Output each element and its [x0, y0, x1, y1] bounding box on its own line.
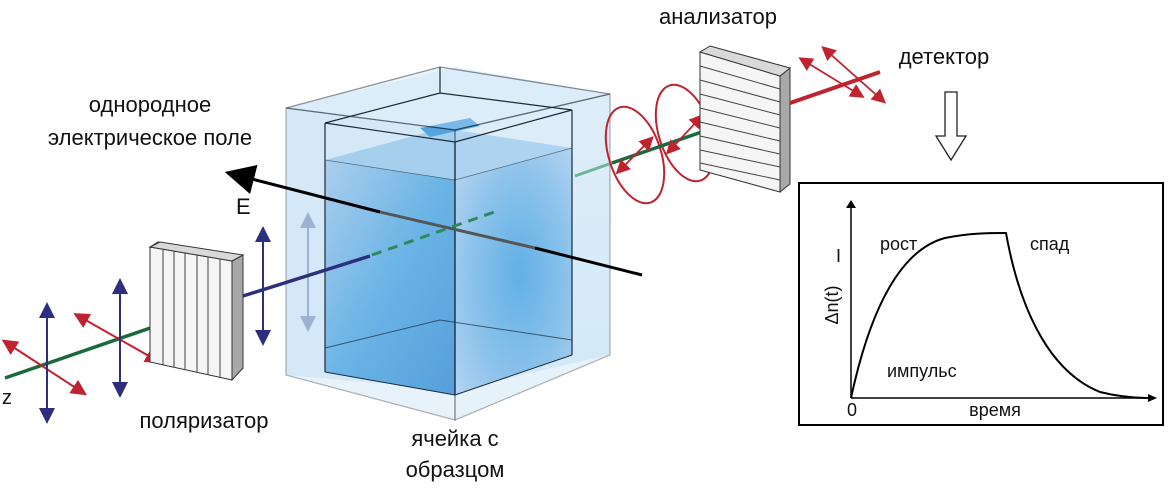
liquid-front	[325, 160, 455, 395]
field-label-line2: электрическое поле	[48, 125, 252, 150]
field-label-line1: однородное	[89, 92, 211, 117]
output-polarization-2	[821, 46, 887, 104]
inset-x-axis-label: время	[969, 400, 1021, 420]
inset-y-top-label: I	[836, 246, 841, 266]
analyzer-label: анализатор	[659, 4, 777, 29]
polarizer-label: поляризатор	[139, 408, 268, 433]
polarizer-plate	[148, 241, 245, 382]
e-vector-label: E	[236, 194, 251, 219]
z-axis-label: z	[2, 387, 12, 409]
beam-in-cell-dashed	[371, 208, 501, 257]
beam-exit-cell	[574, 161, 613, 178]
inset-origin-label: 0	[847, 400, 857, 420]
inset-rise-label: рост	[880, 234, 917, 254]
field-axis-right	[534, 246, 643, 277]
inset-frame	[798, 182, 1164, 426]
sample-cell	[285, 66, 611, 421]
inset-pulse-label: импульс	[887, 361, 957, 381]
analyzer-plate	[698, 45, 792, 194]
inset-decay-label: спад	[1030, 234, 1070, 254]
beam-in-cell-blue	[242, 254, 371, 298]
field-axis-mid	[379, 210, 536, 250]
cell-label-line2: образцом	[406, 457, 505, 482]
detector-label: детектор	[899, 44, 990, 69]
detector-down-arrow	[934, 91, 968, 162]
signal-inset	[798, 182, 1164, 426]
field-axis-left	[224, 164, 381, 214]
inset-y-axis-label: Δn(t)	[822, 285, 842, 324]
output-beam	[789, 70, 881, 105]
cell-label-line1: ячейка с	[411, 426, 498, 451]
signal-curve	[850, 232, 1151, 399]
